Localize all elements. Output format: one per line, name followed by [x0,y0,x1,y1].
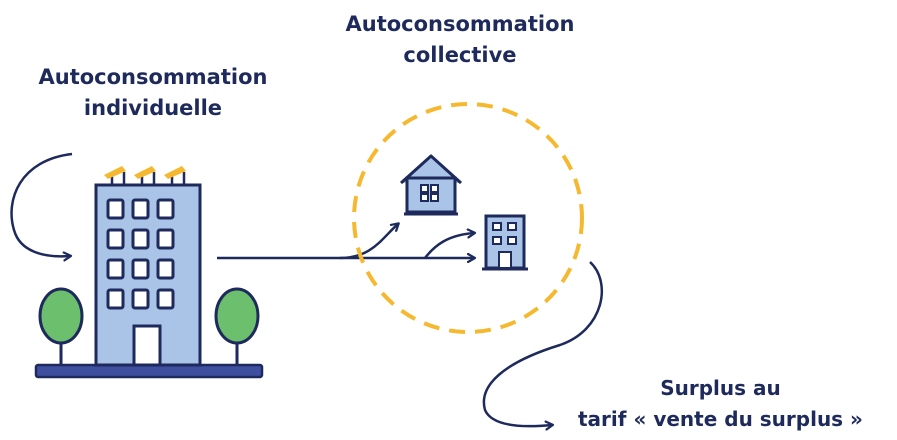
tree-icon [214,287,260,366]
incoming-curve-arrow [10,152,73,256]
flow-branch-building [424,233,474,259]
house-icon [399,154,463,216]
tree-icon [38,287,84,366]
label-collective-line2: collective [403,43,517,67]
collective-perimeter [352,102,584,334]
label-collective: Autoconsommation collective [320,9,600,71]
ground-line [34,363,264,379]
surplus-curve-arrow [482,261,604,426]
label-surplus-line1: Surplus au [660,376,781,400]
label-surplus-line2: tarif « vente du surplus » [578,407,863,431]
flow-branch-house [339,224,398,260]
small-building-icon [482,214,528,271]
label-individual: Autoconsommation individuelle [10,62,296,124]
label-surplus: Surplus au tarif « vente du surplus » [548,373,893,435]
apartment-building-icon [94,183,202,367]
label-individual-line2: individuelle [83,96,223,120]
label-collective-line1: Autoconsommation [345,12,575,36]
solar-panel-icon [104,166,186,185]
label-individual-line1: Autoconsommation [38,65,268,89]
